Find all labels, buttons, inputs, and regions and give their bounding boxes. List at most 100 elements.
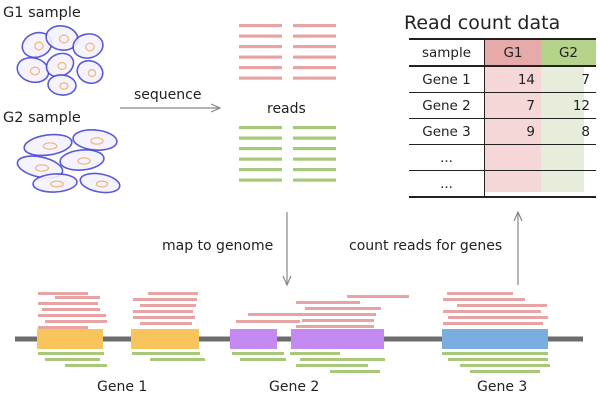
cell <box>16 56 50 84</box>
mapped-read <box>457 304 547 307</box>
row-g2-count <box>541 144 596 171</box>
read-bar <box>293 55 336 59</box>
row-gene-name: Gene 1 <box>409 66 485 93</box>
gene-2-label: Gene 2 <box>269 379 320 395</box>
cell-nucleus <box>77 157 91 165</box>
mapped-read <box>45 320 107 323</box>
row-g2-count <box>541 170 596 198</box>
mapped-read <box>133 316 195 319</box>
read-count-table: sample G1 G2 Gene 1 14 7 Gene 2 7 12 Gen… <box>409 38 596 198</box>
map-to-genome-label: map to genome <box>162 238 274 254</box>
mapped-g1-reads <box>38 292 548 329</box>
mapped-read <box>330 370 380 373</box>
mapped-read <box>448 316 548 319</box>
cell-nucleus <box>34 41 44 51</box>
cell <box>72 129 118 151</box>
mapped-read <box>140 304 196 307</box>
read-bar <box>293 45 336 49</box>
cell <box>59 149 105 171</box>
cell-nucleus <box>34 164 50 172</box>
table-row: ... <box>409 170 596 198</box>
mapped-read <box>132 352 200 355</box>
mapped-read <box>290 352 340 355</box>
g1-sample-label: G1 sample <box>3 5 81 21</box>
mapped-read <box>443 322 543 325</box>
row-g1-count: 7 <box>484 92 541 119</box>
cell-nucleus <box>50 180 64 188</box>
mapped-read <box>300 358 385 361</box>
mapped-read <box>296 325 374 328</box>
read-bar <box>239 34 282 38</box>
read-bar <box>239 168 282 172</box>
row-g2-count: 8 <box>541 118 596 145</box>
cell <box>72 33 104 59</box>
mapped-read <box>240 358 286 361</box>
mapped-read <box>447 292 513 295</box>
read-bar <box>239 157 282 161</box>
row-gene-name: Gene 3 <box>409 118 485 145</box>
mapped-read <box>140 322 192 325</box>
read-bar <box>239 24 282 28</box>
mapped-read <box>302 319 374 322</box>
read-bar <box>293 66 336 70</box>
gene-1-label: Gene 1 <box>97 379 148 395</box>
cell-nucleus <box>58 34 70 44</box>
gene-3-exon <box>442 329 548 349</box>
mapped-read <box>65 364 107 367</box>
mapped-read <box>45 358 100 361</box>
mapped-read <box>55 296 100 299</box>
read-bar <box>293 178 336 182</box>
read-bar <box>293 136 336 140</box>
read-bar <box>239 55 282 59</box>
mapped-read <box>347 295 409 298</box>
cell-nucleus <box>57 61 67 71</box>
gene-1-exon <box>37 329 103 349</box>
read-bar <box>239 136 282 140</box>
read-bar <box>239 147 282 151</box>
gene-blocks <box>37 329 548 349</box>
header-g2: G2 <box>541 38 596 67</box>
mapped-read <box>448 358 548 361</box>
count-reads-label: count reads for genes <box>349 238 503 254</box>
header-sample: sample <box>409 38 485 67</box>
cell <box>79 172 121 194</box>
mapped-read <box>133 310 193 313</box>
row-gene-name: Gene 2 <box>409 92 485 119</box>
g1-cell-cluster <box>16 25 104 96</box>
gene-1-exon <box>131 329 199 349</box>
reads-label: reads <box>267 101 306 117</box>
mapped-read <box>296 301 360 304</box>
g1-reads-group <box>239 24 336 80</box>
mapped-g2-reads <box>38 352 550 373</box>
mapped-read <box>42 308 100 311</box>
mapped-read <box>148 292 198 295</box>
cell <box>23 133 73 157</box>
read-bar <box>239 45 282 49</box>
mapped-read <box>248 313 302 316</box>
cell-nucleus <box>59 82 69 90</box>
row-g2-count: 12 <box>541 92 596 119</box>
cell-nucleus <box>90 137 104 145</box>
mapped-read <box>133 298 197 301</box>
row-g1-count: 14 <box>484 66 541 93</box>
cell-nucleus <box>29 66 41 76</box>
read-bar <box>293 24 336 28</box>
mapped-read <box>38 352 104 355</box>
mapped-read <box>460 364 550 367</box>
mapped-read <box>296 364 368 367</box>
g2-sample-label: G2 sample <box>3 110 81 126</box>
table-row: ... <box>409 144 596 171</box>
mapped-read <box>150 358 205 361</box>
mapped-read <box>236 320 300 323</box>
mapped-read <box>38 326 88 329</box>
gene-2-exon <box>230 329 277 349</box>
cell-nucleus <box>87 68 97 78</box>
mapped-read <box>296 313 376 316</box>
read-bar <box>293 126 336 130</box>
read-bar <box>239 66 282 70</box>
row-g1-count: 9 <box>484 118 541 145</box>
mapped-read <box>443 310 541 313</box>
cell <box>76 59 104 85</box>
read-bar <box>239 126 282 130</box>
